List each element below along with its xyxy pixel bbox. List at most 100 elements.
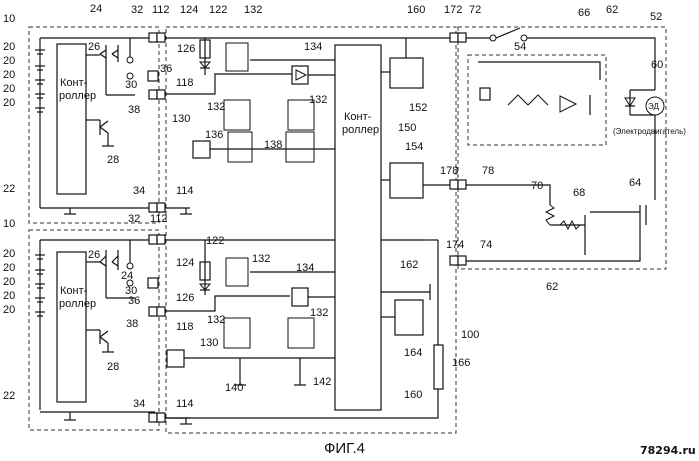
charger-wiring <box>165 37 455 425</box>
ref-62-lower: 62 <box>546 281 558 293</box>
ref-114-lower: 114 <box>176 398 194 410</box>
ref-132-f: 132 <box>310 307 328 319</box>
ref-134-upper: 134 <box>304 41 322 53</box>
ref-32-lower: 32 <box>128 213 140 225</box>
ref-74: 74 <box>480 239 492 251</box>
ref-22-lower: 22 <box>3 390 15 402</box>
battery-pack-lower-enclosure <box>28 229 160 431</box>
ref-122-upper: 122 <box>209 4 227 16</box>
battery-controller-upper: Конт- роллер <box>56 43 96 195</box>
ref-174: 174 <box>446 239 464 251</box>
ref-164: 164 <box>404 347 422 359</box>
ref-160-upper: 160 <box>407 4 425 16</box>
controller-label-lower-line1: Конт- <box>60 285 88 297</box>
ref-20-c: 20 <box>3 69 15 81</box>
ref-178: 178 <box>440 165 458 177</box>
resistor-166 <box>165 344 444 419</box>
ref-20-g: 20 <box>3 262 15 274</box>
ref-30-upper: 30 <box>125 79 137 91</box>
block-152 <box>381 38 424 89</box>
ref-34-lower: 34 <box>133 398 145 410</box>
ref-118-upper: 118 <box>176 77 194 89</box>
ref-20-b: 20 <box>3 55 15 67</box>
motor-caption: (Электродвигатель) <box>613 127 686 136</box>
ref-28-lower: 28 <box>107 361 119 373</box>
ref-130-upper: 130 <box>172 113 190 125</box>
ref-38-lower: 38 <box>126 318 138 330</box>
ref-100: 100 <box>461 329 479 341</box>
ref-78: 78 <box>482 165 494 177</box>
ref-132-d: 132 <box>252 253 270 265</box>
battery-pack-upper-enclosure <box>28 26 160 224</box>
ref-26-lower: 26 <box>88 249 100 261</box>
ref-136: 136 <box>205 129 223 141</box>
ref-62-upper: 62 <box>606 4 618 16</box>
ref-30-lower: 30 <box>125 285 137 297</box>
ref-112-lower: 112 <box>150 213 168 225</box>
ref-10-upper: 10 <box>3 13 15 25</box>
ref-72: 72 <box>469 4 481 16</box>
battery-cells-upper <box>35 38 45 208</box>
ref-20-a: 20 <box>3 41 15 53</box>
ref-28-upper: 28 <box>107 154 119 166</box>
ref-24-lower: 24 <box>121 270 133 282</box>
ref-68: 68 <box>573 187 585 199</box>
block-154 <box>381 162 450 199</box>
ref-118-lower: 118 <box>176 321 194 333</box>
ref-172: 172 <box>444 4 462 16</box>
ref-32-upper: 32 <box>131 4 143 16</box>
ref-152: 152 <box>409 102 427 114</box>
terminals-upper <box>148 32 166 213</box>
battery-lower-wiring <box>40 239 159 421</box>
ref-132-e: 132 <box>207 314 225 326</box>
motor-labels: ЭД (Электродвигатель) <box>613 102 686 136</box>
ref-114-upper: 114 <box>176 185 194 197</box>
ref-160-lower: 160 <box>404 389 422 401</box>
ref-20-j: 20 <box>3 304 15 316</box>
ref-24-upper: 24 <box>90 3 102 15</box>
ref-52: 52 <box>650 11 662 23</box>
ref-112-upper: 112 <box>152 4 170 16</box>
figure-caption: ФИГ.4 <box>324 440 365 457</box>
ref-36-lower: 36 <box>128 295 140 307</box>
terminals-lower <box>148 234 166 423</box>
ref-124-upper: 124 <box>180 4 198 16</box>
battery-controller-lower: Конт- роллер <box>56 251 96 403</box>
ref-20-e: 20 <box>3 97 15 109</box>
ref-34-upper: 34 <box>133 185 145 197</box>
ref-132-b: 132 <box>207 101 225 113</box>
ref-150: 150 <box>398 122 416 134</box>
ref-132-c: 132 <box>309 94 327 106</box>
ref-140: 140 <box>225 382 243 394</box>
ref-22-upper: 22 <box>3 183 15 195</box>
battery-upper-wiring <box>40 37 159 215</box>
ref-124-lower: 124 <box>176 257 194 269</box>
ref-26-upper: 26 <box>88 41 100 53</box>
controller-label-upper-line1: Конт- <box>60 77 88 89</box>
ref-70: 70 <box>531 180 543 192</box>
ref-54: 54 <box>514 41 526 53</box>
battery-cells-lower <box>35 240 45 410</box>
main-controller: Конт- роллер <box>334 44 382 411</box>
ref-166: 166 <box>452 357 470 369</box>
ref-10-lower: 10 <box>3 218 15 230</box>
ref-38-upper: 38 <box>128 104 140 116</box>
fet-162 <box>381 239 439 345</box>
ref-122-lower: 122 <box>206 235 224 247</box>
main-controller-label-line1: Конт- <box>344 111 372 123</box>
ref-20-h: 20 <box>3 276 15 288</box>
controller-label-upper-line2: роллер <box>59 90 96 102</box>
ref-36-upper: 36 <box>160 63 172 75</box>
ref-132-a: 132 <box>244 4 262 16</box>
ref-142: 142 <box>313 376 331 388</box>
tool-wiring <box>466 27 665 262</box>
ref-130-lower: 130 <box>200 337 218 349</box>
ref-126-upper: 126 <box>177 43 195 55</box>
watermark: 78294.ru <box>640 444 696 457</box>
ref-154: 154 <box>405 141 423 153</box>
ref-60: 60 <box>651 59 663 71</box>
controller-label-lower-line2: роллер <box>59 298 96 310</box>
reference-numerals: 10 10 20 20 20 20 20 20 20 20 20 20 22 2… <box>3 3 663 410</box>
